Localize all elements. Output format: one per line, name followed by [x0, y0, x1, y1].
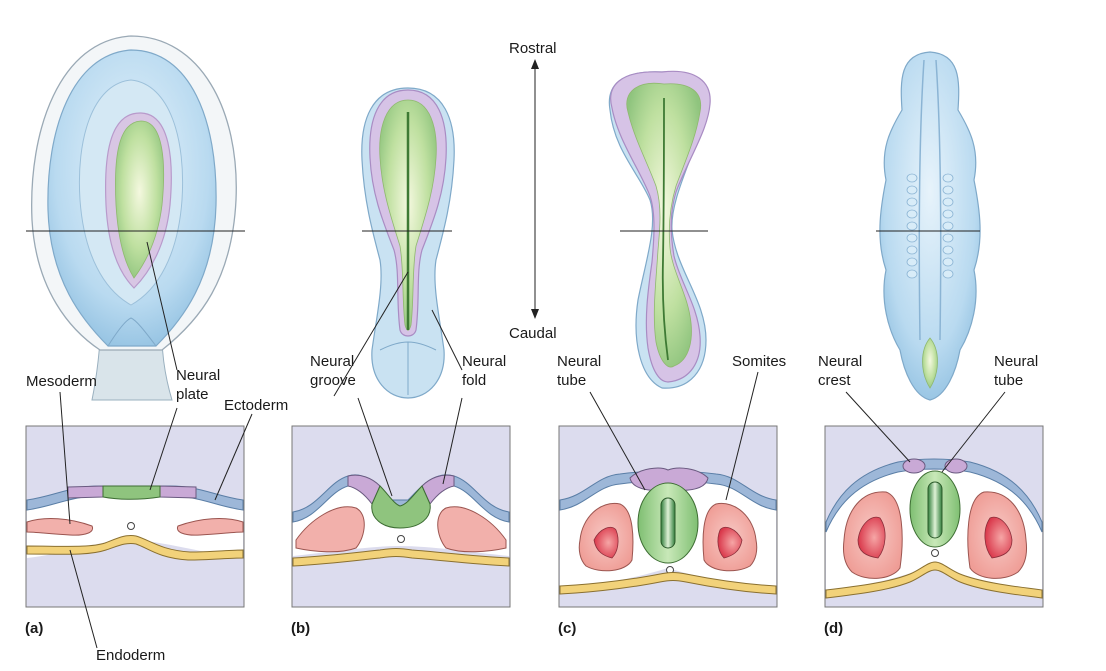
panel-d-caption: (d) — [824, 620, 844, 637]
embryo-a-stalk — [91, 339, 173, 401]
panel-b-caption: (b) — [291, 620, 311, 637]
section-d-somite-right-core — [984, 516, 1013, 559]
neural-fold-label: Neural fold — [462, 352, 506, 390]
ectoderm-label: Ectoderm — [224, 397, 289, 414]
section-d — [824, 425, 1044, 608]
section-d-notochord — [931, 549, 939, 557]
section-b-notochord — [397, 535, 405, 543]
section-d-somite-left-core — [857, 516, 886, 559]
section-a-notochord — [127, 522, 135, 530]
section-c — [558, 425, 778, 608]
section-a-endoderm — [26, 535, 244, 561]
rostral-label: Rostral — [509, 40, 557, 57]
neural-crest-label-line1: Neural — [818, 353, 863, 370]
section-a — [25, 425, 245, 608]
neural-fold-label-line1: Neural — [462, 353, 507, 370]
embryo-a — [31, 35, 237, 401]
panel-c-caption: (c) — [558, 620, 577, 637]
section-c-neural-canal — [660, 497, 676, 549]
embryo-c-groove — [661, 97, 669, 361]
neural-tube-d-label-line1: Neural — [994, 353, 1039, 370]
section-d-neural-canal — [927, 481, 943, 539]
section-c-somite-right-core — [717, 526, 743, 559]
embryo-a-neural-plate — [115, 120, 165, 279]
caudal-label: Caudal — [509, 325, 557, 342]
section-b-mesoderm-right — [437, 506, 507, 553]
neural-tube-c-label-line2: tube — [557, 372, 587, 389]
neural-plate-label-line2: plate — [176, 386, 209, 403]
embryo-b-caudal-fold — [379, 341, 437, 395]
neural-tube-d-label-line2: tube — [994, 372, 1024, 389]
section-a-neural-crest-left — [67, 485, 104, 499]
somites-label: Somites — [732, 353, 787, 370]
neural-tube-c-label: Neural tube — [557, 352, 601, 390]
section-a-mesoderm-right — [176, 518, 244, 536]
neural-plate-label-line1: Neural — [176, 367, 221, 384]
embryo-d — [879, 51, 981, 401]
section-d-ectoderm — [825, 458, 1043, 533]
section-b — [291, 425, 511, 608]
rostral-caudal-arrow — [531, 59, 539, 319]
neural-crest-label: Neural crest — [818, 352, 862, 390]
mesoderm-label: Mesoderm — [26, 373, 97, 390]
leader-lines — [59, 241, 1006, 649]
embryo-a-fold-lines — [107, 317, 157, 347]
section-a-mesoderm-left — [26, 518, 94, 536]
section-a-neural-plate — [102, 485, 161, 500]
section-c-ectoderm — [559, 470, 777, 511]
embryo-d-somite-rows — [906, 173, 954, 279]
section-d-neural-crest-left — [902, 458, 926, 474]
neural-groove-label-line1: Neural — [310, 353, 355, 370]
neural-groove-label-line2: groove — [310, 372, 356, 389]
endoderm-label: Endoderm — [96, 647, 166, 664]
section-a-body-cavity — [27, 492, 243, 558]
neural-crest-label-line2: crest — [818, 372, 851, 389]
section-c-somite-left-core — [593, 526, 619, 559]
neural-fold-label-line2: fold — [462, 372, 487, 389]
section-b-endoderm — [292, 548, 510, 567]
embryo-c — [608, 70, 711, 389]
section-d-endoderm — [825, 561, 1043, 599]
section-b-neural-plate — [371, 485, 431, 529]
section-b-mesoderm-left — [295, 506, 365, 553]
neural-groove-label: Neural groove — [310, 352, 356, 390]
embryo-d-caudal-plate — [922, 337, 938, 389]
neural-tube-c-label-line1: Neural — [557, 353, 602, 370]
embryo-d-body — [879, 51, 981, 401]
section-a-neural-crest-right — [159, 485, 197, 499]
neural-tube-d-label: Neural tube — [994, 352, 1038, 390]
section-d-neural-crest-right — [944, 458, 968, 474]
embryo-d-midline — [918, 59, 942, 341]
section-c-endoderm — [559, 572, 777, 595]
neural-plate-label: Neural plate — [176, 366, 220, 404]
panel-a-caption: (a) — [25, 620, 44, 637]
embryo-b — [361, 87, 455, 399]
